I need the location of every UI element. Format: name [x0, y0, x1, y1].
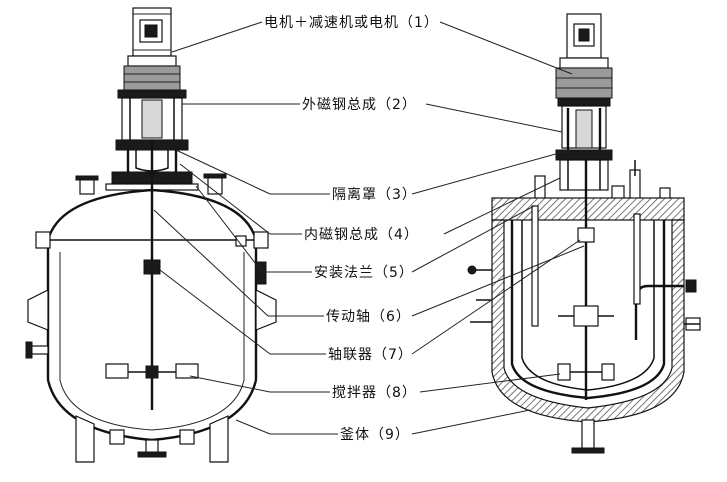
left-vessel	[25, 188, 277, 463]
left-motor	[127, 7, 177, 67]
right-reactor	[467, 13, 701, 454]
label-isolation-cover: 隔离罩（3）	[332, 186, 417, 203]
label-coupling: 轴联器（7）	[328, 347, 413, 363]
label-agitator: 搅拌器（8）	[332, 385, 417, 401]
leader-lines	[153, 21, 585, 435]
label-motor: 电机＋减速机或电机（1）	[264, 15, 439, 31]
left-agitator	[105, 363, 199, 379]
right-coupling	[577, 227, 595, 243]
right-agitator	[557, 305, 615, 381]
left-reactor	[25, 7, 277, 463]
callout-labels: 电机＋减速机或电机（1） 外磁钢总成（2） 隔离罩（3） 内磁钢总成（4） 安装…	[264, 15, 439, 443]
left-coupling	[143, 259, 161, 275]
label-inner-magnet: 内磁钢总成（4）	[304, 227, 419, 243]
right-drive-stack	[555, 97, 613, 191]
label-mounting-flange: 安装法兰（5）	[314, 265, 414, 281]
label-vessel-body: 釜体（9）	[340, 427, 410, 443]
label-outer-magnet: 外磁钢总成（2）	[302, 97, 417, 113]
right-motor	[555, 13, 613, 99]
label-drive-shaft: 传动轴（6）	[326, 309, 411, 325]
right-lid	[491, 197, 685, 221]
